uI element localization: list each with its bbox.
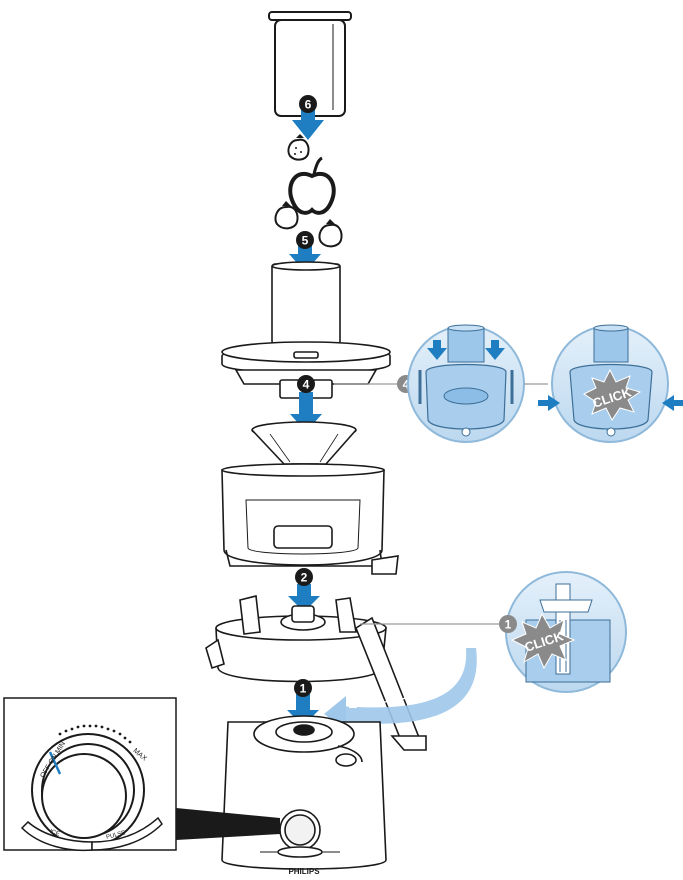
drive-coupling-disc — [205, 595, 427, 751]
dial-pointer — [48, 751, 62, 775]
callout-bubble-lid-press — [407, 324, 525, 443]
step-2-arrow — [288, 584, 320, 612]
step-4-badge: 4 — [297, 375, 315, 393]
squeeze-arrow-left — [538, 395, 560, 411]
juicer-bowl — [221, 463, 399, 575]
press-down-arrow-left — [427, 340, 447, 360]
step-2-badge: 2 — [295, 568, 313, 586]
step-4-number: 4 — [303, 378, 310, 392]
brand-label: PHILIPS — [288, 867, 320, 876]
callout-1-badge: 1 — [499, 615, 517, 633]
step-2-number: 2 — [301, 571, 308, 585]
speed-dots — [58, 724, 132, 744]
press-down-arrow-right — [485, 340, 505, 360]
unlock-icon — [439, 677, 447, 691]
step-6-badge: 6 — [299, 95, 317, 113]
click-burst — [583, 368, 642, 421]
strawberry-icon — [274, 201, 299, 230]
callout-4-number: 4 — [403, 378, 410, 392]
step-1-badge: 1 — [294, 679, 312, 697]
food-pusher — [268, 11, 352, 117]
dial-pulse-label: PULSE — [106, 830, 127, 841]
apple-icon — [288, 156, 336, 215]
squeeze-arrow-right — [662, 395, 683, 411]
lock-direction-hint — [361, 693, 431, 707]
motor-unit — [221, 715, 387, 870]
strawberry-icon — [318, 219, 343, 248]
lid-with-feed-tube — [221, 261, 391, 399]
lock-icon — [349, 695, 357, 708]
step-1-number: 1 — [300, 682, 307, 696]
dial-inset — [3, 697, 177, 852]
step-6-number: 6 — [305, 98, 312, 112]
callout-1-number: 1 — [505, 618, 512, 632]
callout-bubble-coupling: CLICK — [505, 571, 627, 693]
dial-ice-label: ICE — [49, 829, 60, 838]
click-burst — [510, 612, 576, 670]
strawberry-icon — [287, 134, 310, 161]
callout-bubble-lid-click: CLICK — [551, 324, 669, 443]
step-5-badge: 5 — [296, 231, 314, 249]
dial-zoom-wedge — [176, 808, 280, 840]
step-5-number: 5 — [302, 234, 309, 248]
